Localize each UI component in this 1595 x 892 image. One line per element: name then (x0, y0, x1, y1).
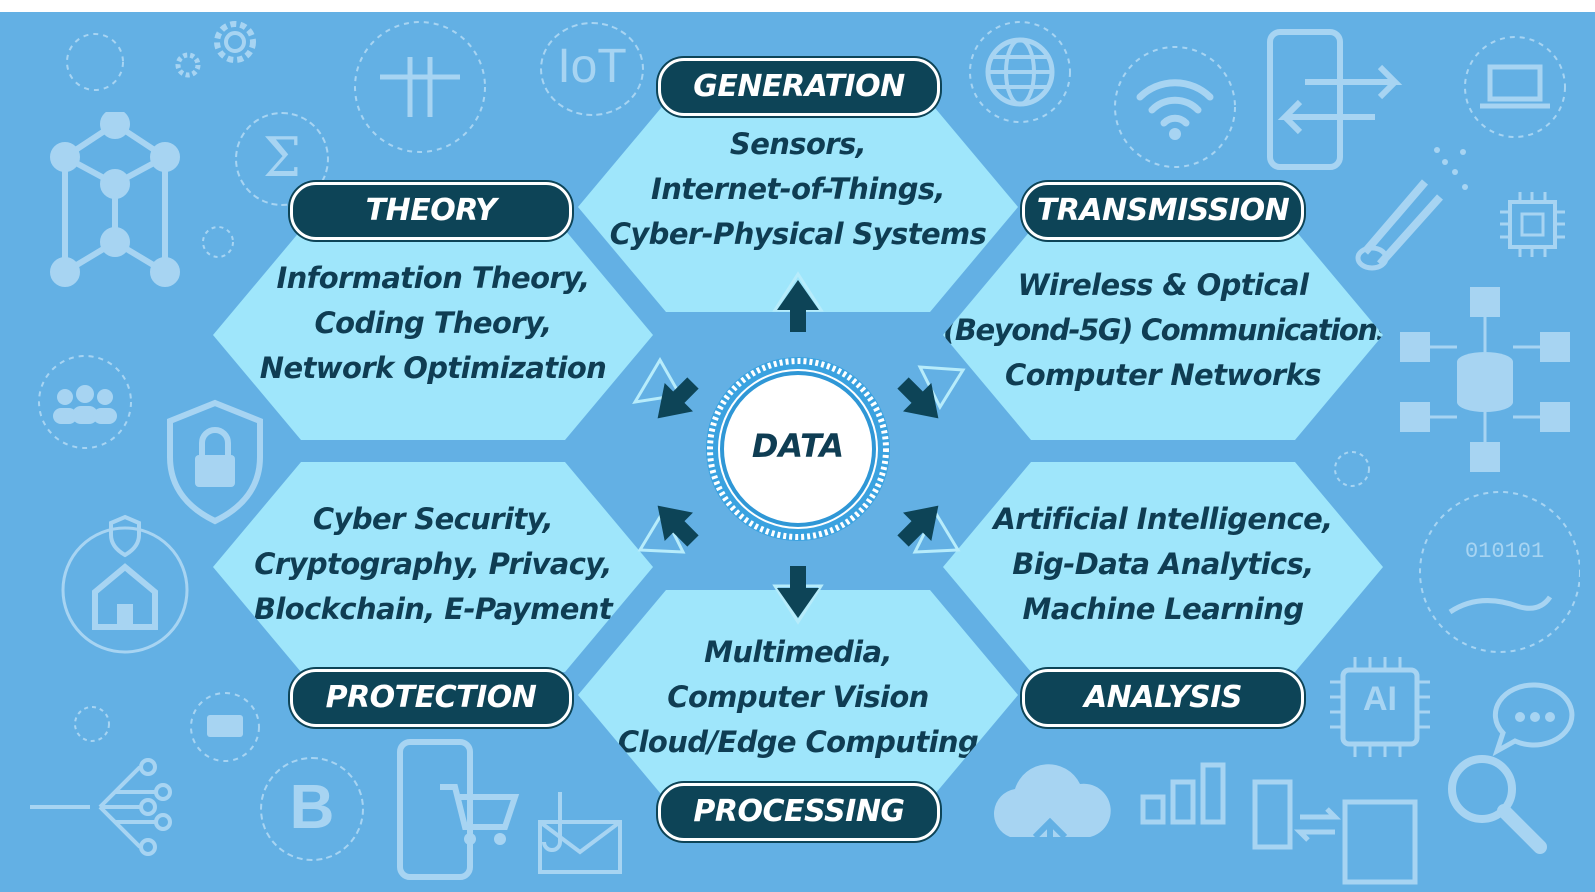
transmission-line-3: Computer Networks (1005, 358, 1322, 392)
arrow-down-icon (777, 566, 819, 618)
phone-transfer-icon (1267, 29, 1403, 170)
label-theory: THEORY (290, 182, 572, 240)
label-analysis: ANALYSIS (1022, 669, 1304, 727)
analysis-line-2: Big-Data Analytics, (1012, 547, 1314, 581)
hexagon-processing: Multimedia, Computer Vision Cloud/Edge C… (578, 590, 1018, 800)
small-circle-icon (74, 706, 110, 742)
arrow-outline-upleft (632, 357, 683, 404)
envelope-hook-icon (538, 792, 622, 874)
ai-chip-icon (1330, 657, 1430, 757)
generation-line-2: Internet-of-Things, (651, 172, 946, 206)
transmission-line-2: (Beyond-5G) Communications, (943, 313, 1403, 347)
center-data-label: DATA (751, 427, 845, 465)
protection-line-3: Blockchain, E-Payment (253, 592, 613, 626)
label-transmission: TRANSMISSION (1022, 182, 1304, 240)
hexagon-generation: Sensors, Internet-of-Things, Cyber-Physi… (578, 102, 1018, 312)
transmission-line-1: Wireless & Optical (1017, 268, 1309, 302)
hexagon-protection: Cyber Security, Cryptography, Privacy, B… (213, 462, 653, 672)
analysis-line-3: Machine Learning (1022, 592, 1304, 626)
shield-lock-icon (167, 399, 263, 525)
bitcoin-icon: B (260, 757, 364, 861)
processing-line-3: Cloud/Edge Computing (617, 725, 979, 759)
fiber-optic-icon (1355, 147, 1468, 271)
label-generation: GENERATION (658, 58, 940, 116)
small-circle-icon (202, 226, 234, 258)
center-arrows (632, 271, 966, 625)
chat-dots-icon (1492, 682, 1575, 757)
iot-icon: IoT (540, 22, 644, 116)
data-center-circle (706, 357, 890, 541)
gear-icon (175, 21, 256, 78)
generation-line-1: Sensors, (729, 127, 867, 161)
mobile-shopping-cart-icon (397, 739, 520, 880)
hexagon-theory: Information Theory, Coding Theory, Netwo… (213, 230, 653, 440)
chip-icon (1500, 192, 1565, 257)
sigma-icon: Σ (235, 112, 329, 206)
chat-bubble-icon (190, 692, 260, 762)
generation-line-3: Cyber-Physical Systems (609, 217, 987, 251)
hexagon-analysis: Artificial Intelligence, Big-Data Analyt… (943, 462, 1383, 672)
arrow-upleft-icon (657, 377, 699, 419)
wrench-hand-icon (354, 21, 486, 153)
analysis-line-1: Artificial Intelligence, (993, 502, 1333, 536)
globe-icon (969, 21, 1071, 123)
protection-line-2: Cryptography, Privacy, (254, 547, 612, 581)
small-circle-icon (1334, 451, 1370, 487)
device-sync-icon (1252, 779, 1418, 885)
theory-line-2: Coding Theory, (314, 306, 553, 340)
label-processing: PROCESSING (658, 783, 940, 841)
database-network-icon (1400, 287, 1570, 472)
arrow-downleft-icon (657, 505, 699, 547)
wifi-icon (1114, 46, 1236, 168)
protection-line-1: Cyber Security, (312, 502, 554, 536)
theory-line-3: Network Optimization (259, 351, 607, 385)
hexagon-transmission: Wireless & Optical (Beyond-5G) Communica… (943, 230, 1383, 440)
arrow-upright-icon (897, 377, 939, 419)
bar-chart-icon (1140, 762, 1226, 825)
processing-line-2: Computer Vision (667, 680, 929, 714)
arrow-up-icon (777, 280, 819, 332)
ai-label: AI (1363, 680, 1397, 718)
binary-hand-icon: 010101 (1419, 491, 1580, 653)
magnifier-icon (1448, 755, 1547, 854)
laptop-icon (1464, 36, 1566, 138)
diagram-canvas: IoT Σ (0, 12, 1595, 892)
label-protection: PROTECTION (290, 669, 572, 727)
home-security-icon (61, 514, 189, 654)
binary-text: 010101 (1465, 539, 1544, 564)
theory-line-1: Information Theory, (276, 261, 590, 295)
users-group-icon (38, 355, 132, 449)
cloud-upload-icon (994, 764, 1111, 867)
arrow-downright-icon (897, 505, 939, 547)
touch-network-icon (30, 758, 172, 856)
molecule-network-icon (50, 112, 180, 287)
dashed-circle-icon (66, 33, 124, 91)
processing-line-1: Multimedia, (704, 635, 892, 669)
